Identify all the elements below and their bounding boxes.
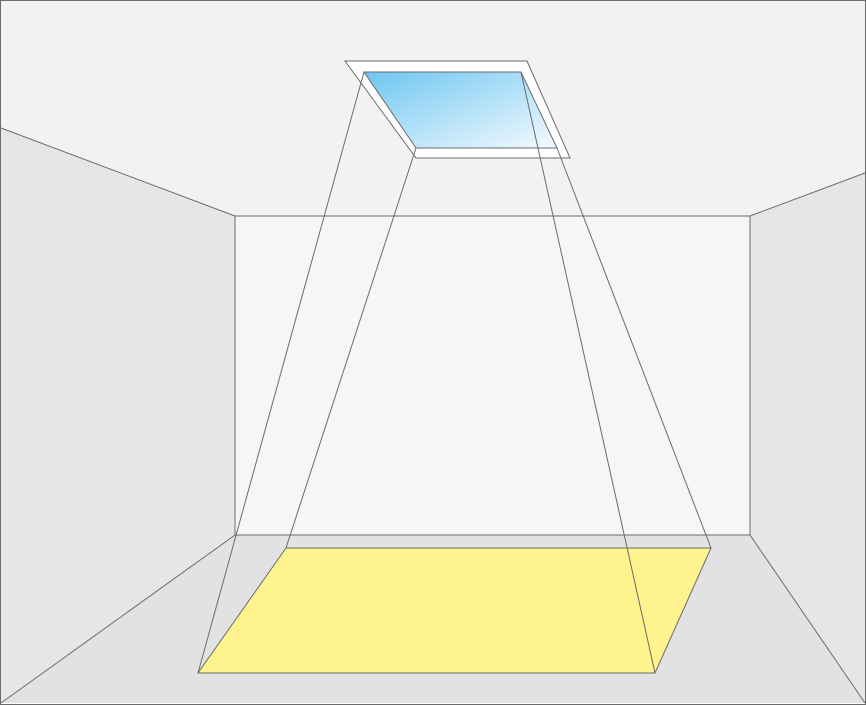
beam-line-1: [197, 71, 365, 674]
left-wall: [1, 128, 235, 703]
room-edge-right: [749, 172, 866, 704]
skylight-frame-outline: [344, 60, 571, 159]
right-wall: [750, 173, 865, 703]
room-edge-left: [0, 127, 236, 704]
beam-line-3: [520, 71, 656, 674]
back-wall: [235, 216, 750, 535]
skylight-icon: [364, 72, 557, 148]
sunlight-patch-icon: [198, 548, 711, 673]
beam-line-2: [285, 147, 417, 549]
beam-line-4: [556, 147, 712, 549]
